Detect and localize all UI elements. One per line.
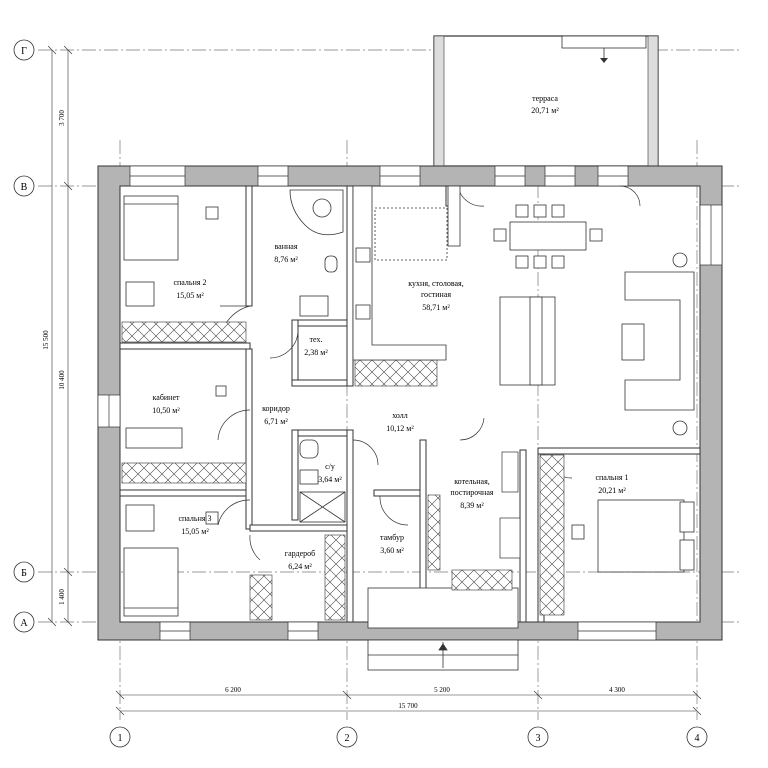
room-name: холл	[392, 411, 408, 420]
dim-total-v: 15 500	[42, 330, 50, 350]
dim-h2: 5 200	[434, 686, 450, 694]
room-area: 20,21 м²	[598, 486, 626, 495]
room-office: кабинет 10,50 м²	[152, 393, 180, 415]
room-area: 6,71 м²	[264, 417, 288, 426]
room-name-line1: котельная,	[454, 477, 490, 486]
terrace	[433, 35, 659, 167]
room-name-line2: гостиная	[421, 290, 451, 299]
axis-label: 4	[695, 733, 700, 744]
axis-label: 2	[345, 733, 350, 744]
windows	[97, 165, 723, 641]
room-terrace: терраса 20,71 м²	[531, 94, 559, 115]
bedroom-furniture	[123, 195, 695, 617]
room-bedroom-2: спальня 2 15,05 м²	[173, 278, 206, 300]
axis-label: В	[21, 182, 28, 193]
room-area: 8,39 м²	[460, 501, 484, 510]
room-corridor: коридор 6,71 м²	[262, 404, 290, 426]
room-bedroom-3: спальня 3 15,05 м²	[178, 514, 211, 536]
room-name: тамбур	[380, 533, 404, 542]
kitchen-furniture	[352, 185, 556, 386]
boiler-equipment	[499, 451, 521, 559]
room-name: ванная	[274, 242, 297, 251]
dim-bottom-v: 1 400	[58, 589, 66, 605]
room-name: тех.	[310, 335, 323, 344]
axis-bubble-col-3: 3	[527, 726, 549, 748]
axis-bubble-col-1: 1	[109, 726, 131, 748]
interior-walls	[119, 185, 701, 623]
room-tech: тех. 2,38 м²	[304, 335, 328, 357]
room-area: 3,60 м²	[380, 546, 404, 555]
entrance-porch	[367, 587, 519, 671]
dimension-lines-horizontal	[115, 690, 702, 716]
room-bathroom: ванная 8,76 м²	[274, 242, 298, 264]
room-vestibule: тамбур 3,60 м²	[380, 533, 404, 555]
sofa	[621, 252, 695, 436]
axis-bubble-row-V: В	[13, 175, 35, 197]
axis-bubble-row-B: Б	[13, 561, 35, 583]
room-area: 6,24 м²	[288, 562, 312, 571]
room-area: 20,71 м²	[531, 106, 559, 115]
axis-label: Г	[21, 46, 27, 57]
room-name-line2: постирочная	[450, 488, 493, 497]
axis-bubble-col-2: 2	[336, 726, 358, 748]
axis-bubble-row-A: А	[13, 611, 35, 633]
dimension-lines-vertical	[47, 45, 73, 627]
dim-h-total: 15 700	[398, 702, 418, 710]
room-area: 3,64 м²	[318, 475, 342, 484]
room-wardrobe: гардероб 6,24 м²	[285, 549, 315, 571]
dim-h1: 6 200	[225, 686, 241, 694]
room-area: 15,05 м²	[181, 527, 209, 536]
room-name: гардероб	[285, 549, 315, 558]
room-wc: с/у 3,64 м²	[318, 462, 342, 484]
room-area: 8,76 м²	[274, 255, 298, 264]
dining-table	[493, 204, 603, 269]
room-bedroom-1: спальня 1 20,21 м²	[595, 473, 628, 495]
dim-top-left-v: 3 700	[58, 110, 66, 126]
room-kitchen: кухня, столовая, гостиная 58,71 м²	[408, 279, 463, 312]
axis-label: Б	[21, 568, 27, 579]
room-name-line1: кухня, столовая,	[408, 279, 463, 288]
room-area: 2,38 м²	[304, 348, 328, 357]
room-area: 15,05 м²	[176, 291, 204, 300]
room-name: кабинет	[153, 393, 181, 402]
dim-mid-v: 10 400	[58, 370, 66, 390]
axis-label: 1	[118, 733, 123, 744]
room-area: 10,50 м²	[152, 406, 180, 415]
room-name: спальня 1	[595, 473, 628, 482]
doors	[217, 185, 641, 561]
room-name: терраса	[532, 94, 558, 103]
room-boiler: котельная, постирочная 8,39 м²	[450, 477, 493, 510]
axis-label: А	[20, 618, 28, 629]
dim-h3: 4 300	[609, 686, 625, 694]
room-name: коридор	[262, 404, 290, 413]
room-area: 10,12 м²	[386, 424, 414, 433]
room-name: спальня 2	[173, 278, 206, 287]
axis-label: 3	[536, 733, 541, 744]
room-name: спальня 3	[178, 514, 211, 523]
hatched-storage	[121, 321, 565, 621]
room-name: с/у	[325, 462, 335, 471]
axis-bubble-col-4: 4	[686, 726, 708, 748]
bathroom-fixtures	[289, 189, 346, 523]
axis-bubble-row-G: Г	[13, 39, 35, 61]
room-area: 58,71 м²	[422, 303, 450, 312]
room-hall: холл 10,12 м²	[386, 411, 414, 433]
